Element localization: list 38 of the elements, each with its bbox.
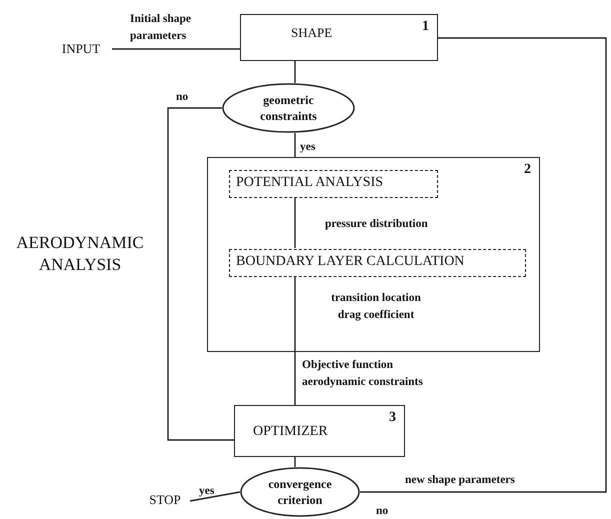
connector-line	[294, 352, 296, 405]
decision-text: geometric constraints	[259, 92, 318, 125]
connector-line	[112, 48, 240, 50]
box-number: 1	[422, 19, 429, 35]
branch-label: no	[376, 504, 390, 519]
process-box	[234, 405, 405, 457]
connector-line	[190, 491, 240, 502]
connector-line	[360, 37, 607, 493]
box-title: OPTIMIZER	[253, 424, 328, 440]
subprocess-box	[229, 249, 526, 277]
section-label: AERODYNAMIC ANALYSIS	[15, 232, 145, 276]
edge-label: Initial shape parameters	[130, 12, 192, 44]
decision-ellipse	[240, 467, 360, 517]
process-box	[240, 14, 438, 61]
connector-line	[294, 197, 296, 248]
connector-line	[294, 276, 296, 352]
edge-label: pressure distribution	[325, 217, 429, 232]
edge-label: new shape parameters	[405, 473, 516, 488]
box-title: INPUT	[60, 41, 102, 57]
box-title: STOP	[148, 492, 182, 508]
box-number: 3	[389, 410, 396, 426]
connector-line	[167, 107, 234, 441]
edge-label: yes	[300, 140, 316, 155]
edge-label: no	[176, 90, 190, 105]
box-title: POTENTIAL ANALYSIS	[236, 175, 384, 191]
subprocess-box	[229, 170, 438, 198]
connector-line	[294, 61, 296, 83]
box-title: SHAPE	[291, 25, 332, 41]
connector-line	[294, 133, 296, 157]
decision-text: convergence criterion	[267, 476, 333, 509]
connector-line	[294, 457, 296, 467]
edge-label: Objective function aerodynamic constraints	[302, 358, 424, 390]
decision-ellipse	[222, 83, 355, 133]
box-number: 2	[524, 162, 531, 178]
edge-label: transition location drag coefficient	[330, 291, 422, 324]
process-box	[207, 157, 540, 352]
box-title: BOUNDARY LAYER CALCULATION	[236, 254, 464, 270]
edge-label: yes	[199, 484, 216, 499]
